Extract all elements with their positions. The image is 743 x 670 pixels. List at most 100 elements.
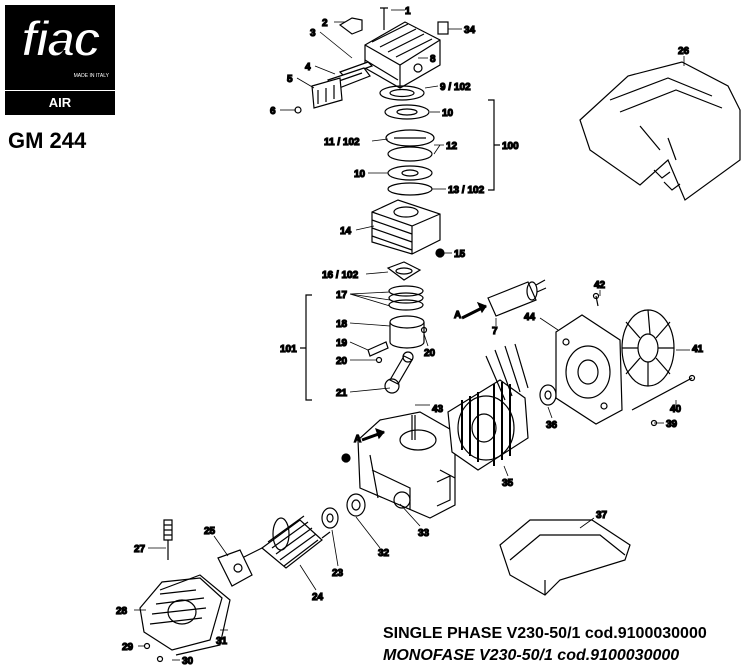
- plate-10a: [384, 104, 430, 120]
- callout-2: 2: [322, 18, 328, 29]
- screw-29: [143, 642, 151, 650]
- fiac-logo: fiac MADE IN ITALY AIR COMPRESSORS: [5, 5, 115, 134]
- callout-41: 41: [692, 344, 704, 355]
- elbow-fitting-2: [338, 17, 363, 35]
- callout-29: 29: [122, 642, 134, 653]
- gasket-13: [387, 182, 433, 196]
- capacitor-7: [487, 279, 547, 317]
- fitting-34: [437, 21, 449, 35]
- gasket-31: [159, 574, 231, 656]
- callout-20-right: 20: [424, 348, 436, 359]
- screw-42: [592, 292, 600, 307]
- rotor-24: [237, 515, 331, 569]
- callout-44: 44: [524, 312, 536, 323]
- callout-13-102: 13 / 102: [448, 185, 485, 196]
- callout-6: 6: [270, 106, 276, 117]
- oil-dipstick-27: [163, 519, 173, 560]
- nut-near-33: [341, 453, 351, 463]
- screw-30: [156, 655, 164, 663]
- callout-19: 19: [336, 338, 348, 349]
- plate-10b: [387, 165, 433, 181]
- base-plate-37: [499, 519, 631, 596]
- callout-26: 26: [678, 46, 690, 57]
- callout-8: 8: [430, 54, 436, 65]
- tie-rod-40: [631, 374, 696, 411]
- footer-single-phase: SINGLE PHASE V230-50/1 cod.9100030000: [383, 625, 707, 642]
- callout-32: 32: [378, 548, 390, 559]
- gasket-16: [386, 261, 422, 281]
- callout-16-102: 16 / 102: [322, 270, 359, 281]
- callout-15: 15: [454, 249, 466, 260]
- callout-40: 40: [670, 404, 682, 415]
- callout-31: 31: [216, 636, 228, 647]
- bearing-23: [321, 507, 339, 529]
- counterweight-25: [217, 549, 253, 587]
- callout-5: 5: [287, 74, 293, 85]
- callout-14: 14: [340, 226, 352, 237]
- arrow-a-lower: [361, 427, 386, 442]
- leader-lines: [134, 9, 690, 661]
- callout-21: 21: [336, 388, 348, 399]
- gasket-9: [379, 85, 425, 101]
- logo-band: AIR COMPRESSORS: [5, 91, 115, 134]
- callout-43: 43: [432, 404, 444, 415]
- callout-37: 37: [596, 510, 608, 521]
- callout-101: 101: [280, 344, 297, 355]
- motor-stator-35: [447, 379, 529, 471]
- arrow-a-lower-label: A: [354, 434, 361, 445]
- motor-leads: [485, 343, 529, 401]
- callout-10-lower: 10: [354, 169, 366, 180]
- bolt-1: [380, 7, 388, 30]
- logo-mark: [5, 5, 115, 90]
- callout-7: 7: [492, 326, 498, 337]
- piston-pin-19: [367, 341, 389, 357]
- callout-100: 100: [502, 141, 519, 152]
- callout-1: 1: [405, 6, 411, 17]
- seal-32: [346, 493, 366, 517]
- logo-word: fiac: [20, 10, 102, 68]
- arrow-a-upper: [461, 301, 487, 320]
- nut-15: [435, 248, 445, 258]
- callout-12: 12: [446, 141, 458, 152]
- crankcase-33: [357, 411, 456, 519]
- callout-9-102: 9 / 102: [440, 82, 471, 93]
- callout-18: 18: [336, 319, 348, 330]
- callout-3: 3: [310, 28, 316, 39]
- callout-39: 39: [666, 419, 678, 430]
- footer-monofase: MONOFASE V230-50/1 cod.9100030000: [383, 647, 680, 664]
- callout-23: 23: [332, 568, 344, 579]
- circlip-20b: [420, 326, 428, 334]
- cylinder-head: [364, 21, 441, 89]
- callout-25: 25: [204, 526, 216, 537]
- callout-17: 17: [336, 290, 348, 301]
- callout-30: 30: [182, 656, 194, 667]
- circlip-20a: [375, 356, 383, 364]
- callout-42: 42: [594, 280, 606, 291]
- bracket-100: [488, 99, 500, 191]
- bearing-36: [539, 384, 557, 406]
- callout-4: 4: [305, 62, 311, 73]
- callout-33: 33: [418, 528, 430, 539]
- callout-36: 36: [546, 420, 558, 431]
- bracket-101: [300, 294, 312, 401]
- crankcase-cover-28: [139, 577, 223, 651]
- arrow-a-upper-label: A: [454, 310, 461, 321]
- callout-28: 28: [116, 606, 128, 617]
- callout-27: 27: [134, 544, 146, 555]
- model-title: GM 244: [8, 128, 87, 153]
- cylinder-14: [371, 199, 441, 255]
- valve-block-5: [311, 77, 343, 109]
- callout-11-102: 11 / 102: [324, 137, 360, 148]
- callout-20-left: 20: [336, 356, 348, 367]
- callout-10-upper: 10: [442, 108, 454, 119]
- connecting-rod-21: [384, 351, 414, 394]
- cover-26: [579, 61, 741, 201]
- cooling-fan-41: [621, 309, 675, 387]
- piston-18: [389, 315, 425, 349]
- callout-35: 35: [502, 478, 514, 489]
- valve-plate-11: [385, 129, 435, 147]
- stud-43: [411, 415, 416, 440]
- gasket-12: [387, 146, 433, 162]
- logo-made-in-italy: MADE IN ITALY: [73, 73, 109, 79]
